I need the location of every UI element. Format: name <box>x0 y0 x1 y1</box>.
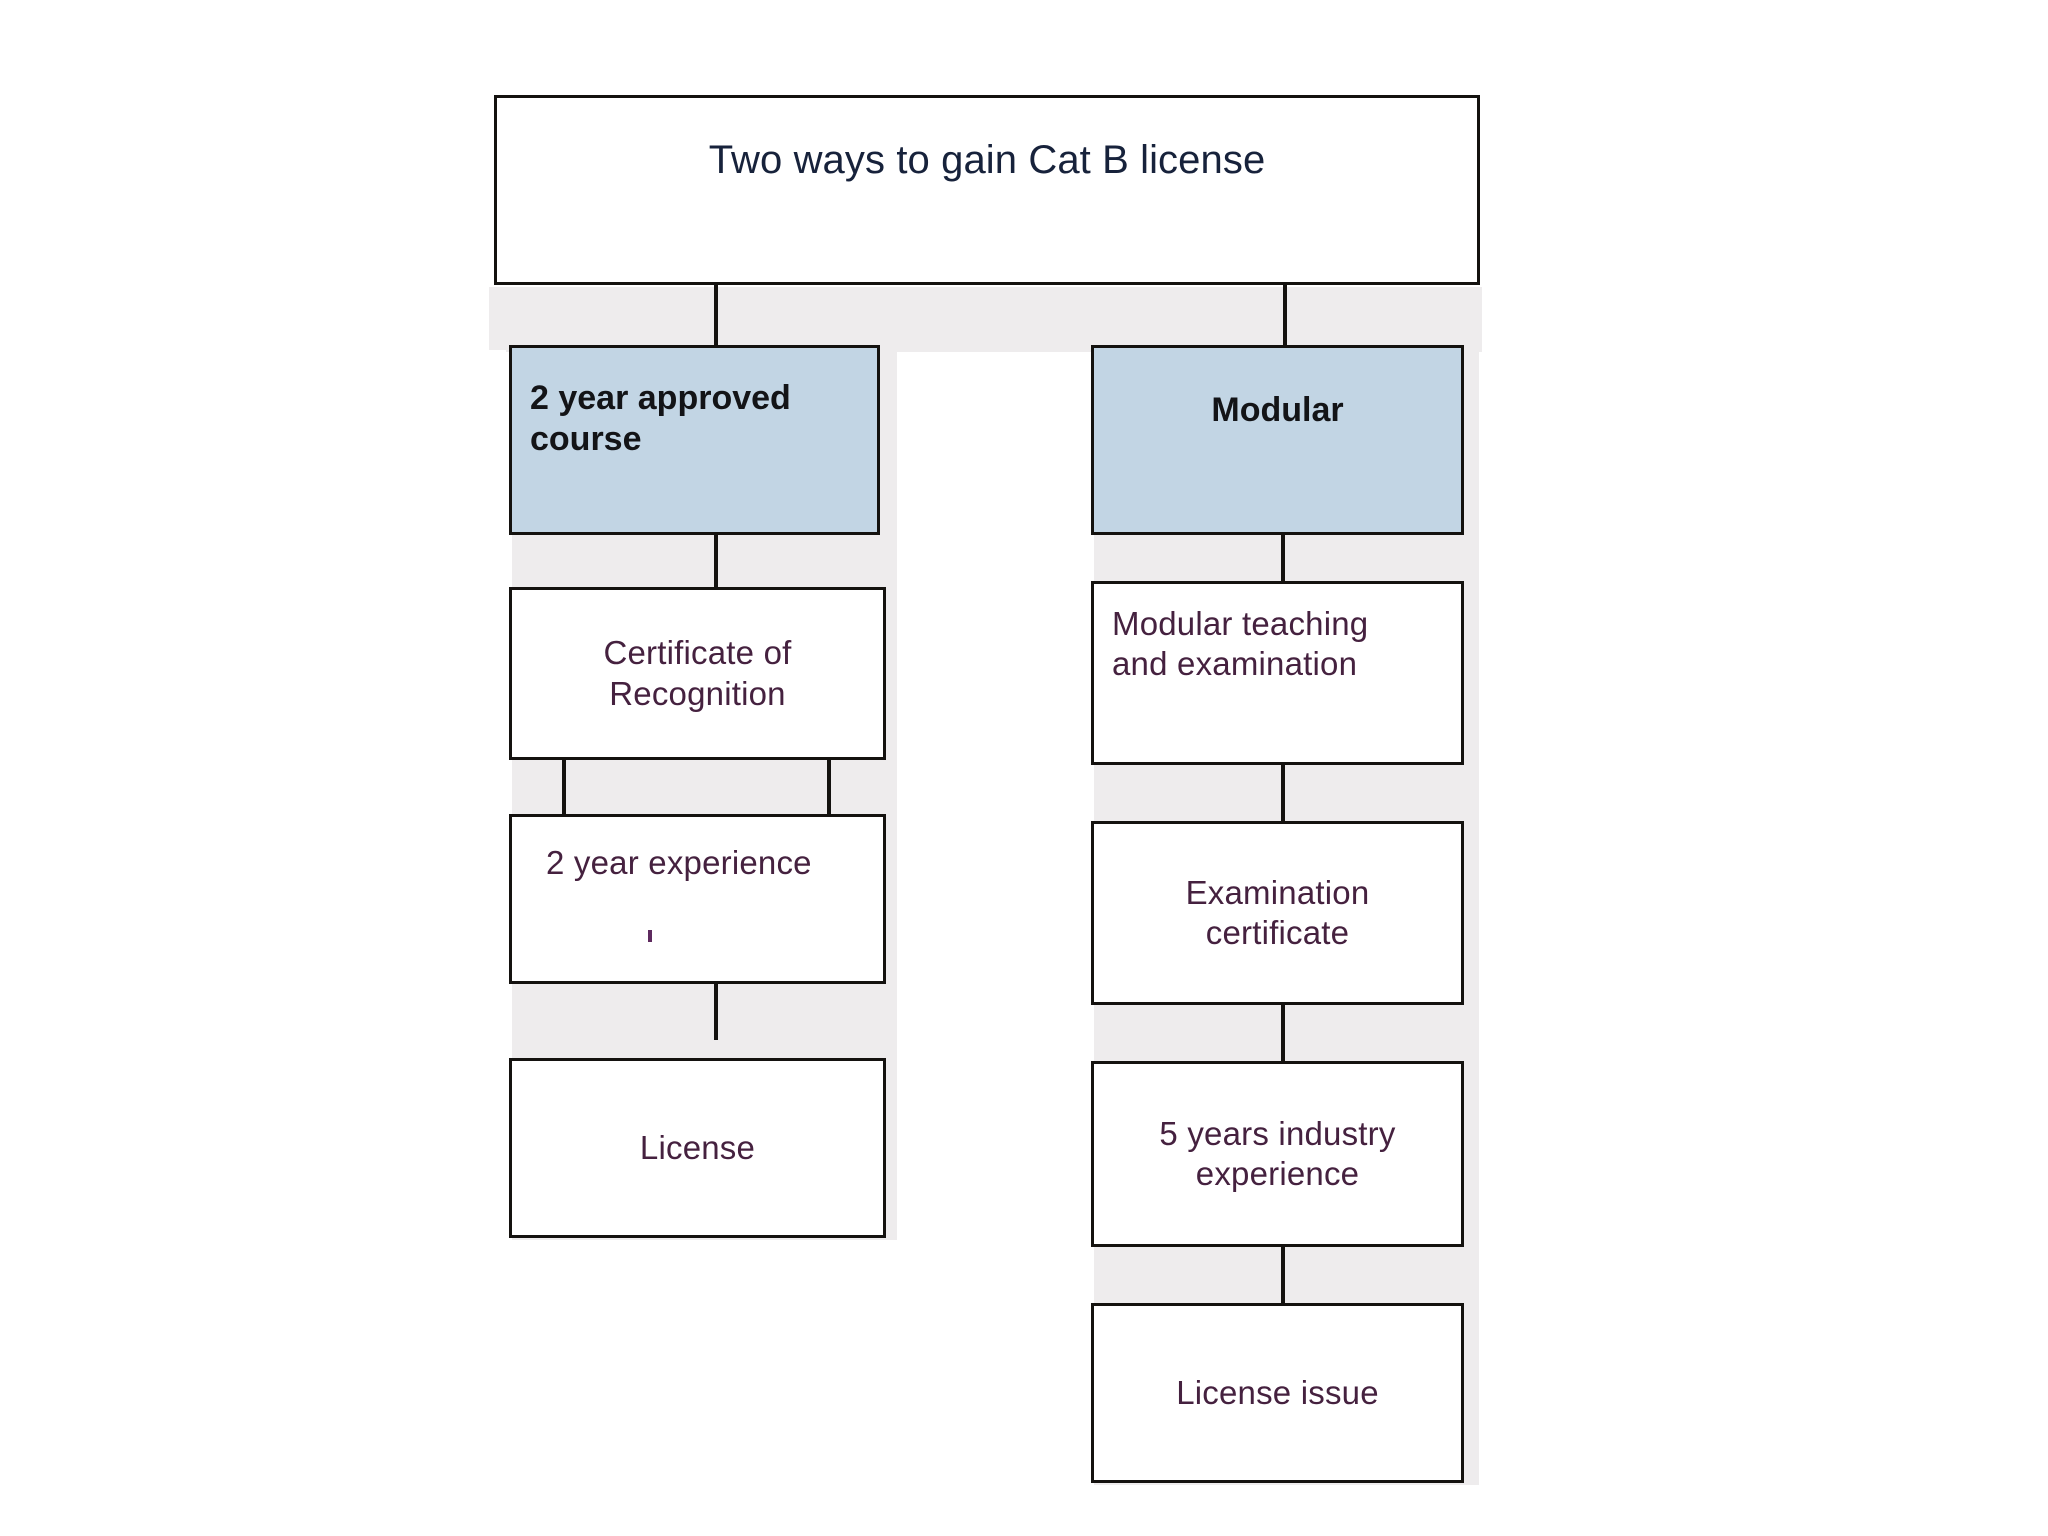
connector-right-header-to-step1 <box>1281 533 1285 583</box>
node-right-branch-header-label: Modular <box>1211 391 1344 429</box>
node-right-step-industry-experience-label: 5 years industry experience <box>1159 1114 1396 1192</box>
node-left-branch-header[interactable]: 2 year approved course <box>509 345 880 535</box>
stray-artifact-dot <box>648 930 652 942</box>
node-right-step-modular-teaching[interactable]: Modular teaching and examination <box>1091 581 1464 765</box>
connector-left-step2-to-step3 <box>714 982 718 1040</box>
node-left-step-certificate-label: Certificate of Recognition <box>603 634 792 712</box>
node-right-step-modular-teaching-label: Modular teaching and examination <box>1112 605 1369 683</box>
connector-left-header-to-step1 <box>714 533 718 589</box>
node-right-step-exam-certificate[interactable]: Examination certificate <box>1091 821 1464 1005</box>
node-right-branch-header[interactable]: Modular <box>1091 345 1464 535</box>
connector-title-to-left-branch <box>714 285 718 347</box>
connector-left-step1-to-step2-b <box>827 758 831 816</box>
node-left-branch-header-label: 2 year approved course <box>530 379 791 459</box>
node-left-step-license-label: License <box>639 1128 756 1166</box>
connector-title-to-right-branch <box>1283 285 1287 347</box>
connector-left-step1-to-step2-a <box>562 758 566 816</box>
node-right-step-industry-experience[interactable]: 5 years industry experience <box>1091 1061 1464 1247</box>
node-right-step-license-issue-label: License issue <box>1176 1373 1379 1411</box>
node-left-step-experience[interactable]: 2 year experience <box>509 814 886 984</box>
node-title[interactable]: Two ways to gain Cat B license <box>494 95 1480 285</box>
node-right-step-exam-certificate-label: Examination certificate <box>1185 873 1370 951</box>
node-right-step-license-issue[interactable]: License issue <box>1091 1303 1464 1483</box>
node-left-step-experience-label: 2 year experience <box>546 844 812 881</box>
node-title-label: Two ways to gain Cat B license <box>708 138 1266 182</box>
node-left-step-license[interactable]: License <box>509 1058 886 1238</box>
connector-right-step2-to-step3 <box>1281 1003 1285 1063</box>
connector-right-step3-to-step4 <box>1281 1245 1285 1305</box>
node-left-step-certificate[interactable]: Certificate of Recognition <box>509 587 886 760</box>
connector-right-step1-to-step2 <box>1281 763 1285 823</box>
shadow-plate-title-step <box>506 287 1482 352</box>
